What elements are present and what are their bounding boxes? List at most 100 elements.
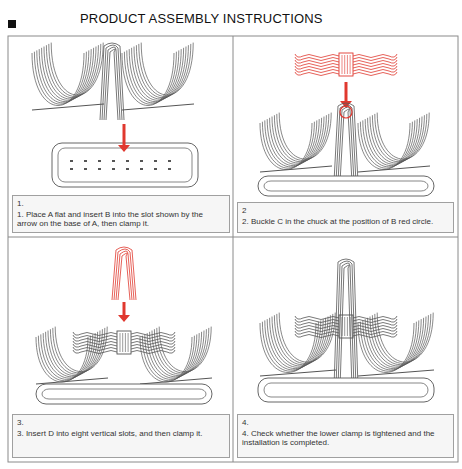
drawing-stroke bbox=[295, 69, 339, 73]
drawing-stroke bbox=[55, 327, 107, 372]
drawing-stroke bbox=[274, 115, 326, 162]
drawing-stroke bbox=[117, 331, 131, 354]
drawing-stroke bbox=[157, 328, 209, 373]
drawing-stroke bbox=[353, 60, 397, 64]
drawing-stroke bbox=[140, 160, 143, 162]
drawing-stroke bbox=[358, 166, 430, 172]
drawing-stroke bbox=[339, 53, 353, 76]
step-text: 3. Insert D into eight vertical slots, a… bbox=[17, 429, 225, 439]
drawing-stroke bbox=[136, 45, 188, 97]
red-arrow bbox=[123, 302, 126, 316]
drawing-stroke bbox=[342, 317, 343, 336]
drawing-stroke bbox=[344, 317, 345, 336]
drawing-stroke bbox=[154, 329, 206, 374]
drawing-stroke bbox=[116, 251, 132, 300]
drawing-stroke bbox=[358, 370, 434, 376]
drawing-stroke bbox=[32, 104, 104, 110]
drawing-stroke bbox=[295, 328, 339, 332]
drawing-stroke bbox=[264, 383, 428, 397]
drawing-stroke bbox=[131, 332, 175, 336]
drawing-stroke bbox=[128, 333, 129, 352]
title-bullet bbox=[8, 20, 16, 28]
drawing-stroke bbox=[58, 148, 192, 182]
drawing-stroke bbox=[53, 328, 105, 373]
drawing-stroke bbox=[70, 160, 73, 162]
grid-line bbox=[233, 36, 234, 462]
drawing-stroke bbox=[353, 325, 397, 329]
drawing-stroke bbox=[336, 261, 356, 388]
drawing-stroke bbox=[70, 168, 73, 170]
drawing-stroke bbox=[42, 389, 206, 399]
step-caption: 22. Buckle C in the chuck at the positio… bbox=[237, 202, 454, 233]
drawing-stroke bbox=[36, 378, 108, 384]
drawing-stroke bbox=[295, 57, 339, 61]
drawing-stroke bbox=[370, 317, 426, 367]
drawing-stroke bbox=[112, 247, 136, 300]
drawing-stroke bbox=[377, 113, 429, 160]
drawing-stroke bbox=[338, 107, 354, 182]
step-number: 4. bbox=[242, 418, 449, 428]
drawing-stroke bbox=[372, 315, 428, 365]
drawing-stroke bbox=[347, 317, 348, 336]
drawing-stroke bbox=[260, 370, 336, 376]
drawing-stroke bbox=[353, 328, 397, 332]
step-text: 1. Place A flat and insert B into the sl… bbox=[17, 210, 225, 229]
step-2-figure bbox=[258, 53, 434, 196]
drawing-stroke bbox=[140, 378, 212, 384]
drawing-stroke bbox=[131, 347, 175, 351]
red-arrow bbox=[345, 82, 348, 102]
drawing-stroke bbox=[112, 168, 115, 170]
drawing-stroke bbox=[154, 168, 157, 170]
drawing-stroke bbox=[49, 44, 101, 97]
drawing-stroke bbox=[100, 43, 124, 120]
drawing-stroke bbox=[84, 160, 87, 162]
drawing-stroke bbox=[279, 313, 335, 363]
step-number: 3. bbox=[17, 418, 225, 428]
drawing-stroke bbox=[260, 166, 332, 172]
drawing-stroke bbox=[336, 105, 356, 182]
drawing-stroke bbox=[73, 347, 117, 351]
drawing-stroke bbox=[340, 265, 352, 388]
drawing-stroke bbox=[295, 63, 339, 67]
drawing-stroke bbox=[277, 114, 329, 160]
drawing-stroke bbox=[122, 104, 194, 110]
drawing-stroke bbox=[342, 55, 343, 74]
drawing-stroke bbox=[340, 109, 352, 182]
drawing-stroke bbox=[377, 313, 433, 363]
red-arrow-head bbox=[118, 315, 130, 322]
step-4-figure bbox=[258, 259, 434, 402]
drawing-stroke bbox=[353, 69, 397, 73]
drawing-stroke bbox=[131, 335, 175, 339]
drawing-stroke bbox=[272, 317, 328, 367]
drawing-stroke bbox=[131, 338, 175, 342]
grid-line bbox=[8, 237, 458, 238]
step-number: 2 bbox=[242, 206, 449, 216]
drawing-stroke bbox=[139, 44, 191, 97]
step-3-figure bbox=[36, 247, 212, 404]
drawing-stroke bbox=[350, 55, 351, 74]
drawing-stroke bbox=[353, 331, 397, 335]
drawing-stroke bbox=[274, 315, 330, 365]
drawing-stroke bbox=[375, 314, 431, 364]
drawing-stroke bbox=[353, 66, 397, 70]
drawing-stroke bbox=[168, 168, 171, 170]
drawing-stroke bbox=[279, 113, 331, 160]
drawing-stroke bbox=[125, 333, 126, 352]
drawing-stroke bbox=[126, 168, 129, 170]
step-text: 2. Buckle C in the chuck at the position… bbox=[242, 217, 449, 227]
drawing-stroke bbox=[118, 253, 130, 300]
drawing-stroke bbox=[122, 333, 123, 352]
drawing-stroke bbox=[102, 45, 122, 120]
drawing-stroke bbox=[98, 168, 101, 170]
drawing-stroke bbox=[375, 114, 427, 160]
step-caption: 3.3. Insert D into eight vertical slots,… bbox=[12, 414, 230, 458]
drawing-stroke bbox=[334, 103, 358, 182]
drawing-stroke bbox=[51, 43, 103, 96]
drawing-stroke bbox=[36, 384, 212, 404]
step-1-figure bbox=[32, 43, 198, 187]
drawing-stroke bbox=[140, 168, 143, 170]
drawing-stroke bbox=[131, 350, 175, 354]
drawing-stroke bbox=[120, 333, 121, 352]
drawing-stroke bbox=[295, 66, 339, 70]
